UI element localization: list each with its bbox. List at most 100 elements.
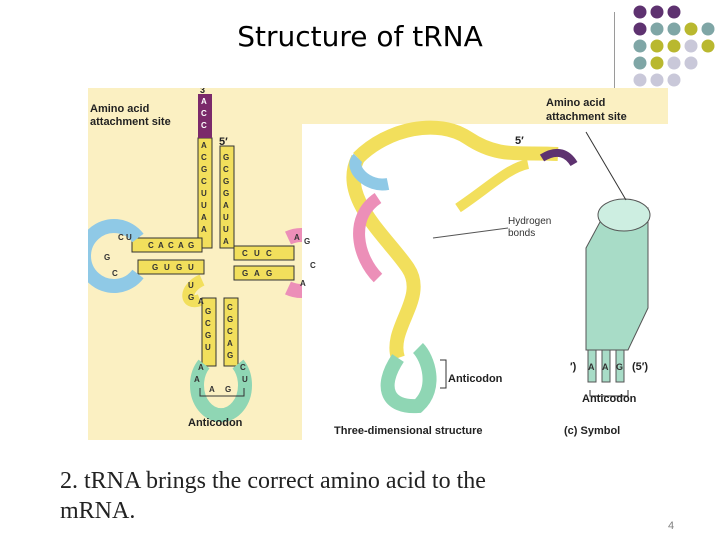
decor-dot: [667, 39, 681, 53]
amino-acceptor-end: [198, 94, 212, 138]
anticodon-loop-base: A: [198, 363, 204, 372]
anticodon-loop: [190, 359, 252, 423]
anticodon-stem-left-base: U: [205, 343, 211, 352]
acceptor-right-base: U: [223, 213, 229, 222]
anticodon-loop-base: A: [194, 375, 200, 384]
acceptor-left-base: A: [201, 213, 207, 222]
symbol-cylinder-top: [597, 198, 651, 232]
trna-symbol: Amino acid attachment site ′) A A G (5′)…: [546, 97, 651, 437]
symbol-base-tab: [615, 349, 625, 383]
decor-dot: [650, 56, 664, 70]
decor-dot: [701, 39, 715, 53]
acceptor-right-base: C: [223, 165, 229, 174]
acceptor-left-base: C: [201, 153, 207, 162]
acceptor-right-base: G: [223, 153, 229, 162]
anticodon-stem-right-base: A: [227, 339, 233, 348]
acceptor-right-base: U: [223, 225, 229, 234]
right-amino-label-2: attachment site: [546, 111, 627, 123]
decor-dot: [701, 22, 715, 36]
decor-dot: [684, 39, 698, 53]
decor-dot: [633, 56, 647, 70]
t-loop-base: A: [300, 279, 306, 288]
decor-dot: [667, 56, 681, 70]
d-arm-lower-base: G: [152, 263, 158, 272]
strand-blue-segment: [349, 153, 390, 191]
decor-dot: [667, 5, 681, 19]
anticodon-stem-left-strand: [201, 297, 217, 367]
symbol-base-tab: [587, 349, 597, 383]
anticodon-loop-base: C: [240, 363, 246, 372]
hydrogen-bond-pointer: [432, 227, 509, 239]
anticodon-loop-base: U: [242, 375, 248, 384]
d-loop-base: C: [118, 233, 124, 242]
t-arm-lower-base: G: [242, 269, 248, 278]
d-loop-base: U: [126, 233, 132, 242]
d-arm-lower-base: U: [188, 263, 194, 272]
decor-dot: [684, 56, 698, 70]
anticodon-stem-right-base: G: [227, 351, 233, 360]
anticodon-stem-right-base: G: [227, 315, 233, 324]
right-anticodon-label: Anticodon: [582, 393, 637, 405]
left-anticodon-label: Anticodon: [188, 417, 243, 429]
strand-acceptor: [455, 159, 530, 213]
decor-dot: [667, 73, 681, 87]
right-amino-label-1: Amino acid: [546, 97, 605, 109]
d-arm-lower-base: G: [176, 263, 182, 272]
cloverleaf-base-letters: A C C A C G C U U A A G C G G A U U A C …: [104, 97, 316, 394]
decorative-dot-grid: [633, 5, 715, 104]
acceptor-left-base: A: [201, 225, 207, 234]
decor-dot: [650, 22, 664, 36]
anticodon-stem-right-strand: [223, 297, 239, 367]
hydrogen-label-2: bonds: [508, 228, 535, 239]
anticodon-stem-left-base: C: [205, 319, 211, 328]
symbol-base-2: A: [602, 362, 609, 372]
anticodon-stem-left-base: G: [205, 307, 211, 316]
trna-figure-panel: Amino acid attachment site 5′ 3 Anticodo…: [77, 85, 670, 440]
acceptor-right-base: A: [223, 201, 229, 210]
center-five-prime-label: 5′: [515, 135, 524, 147]
symbol-base-tab: [601, 349, 611, 383]
anticodon-stem-right-base: C: [227, 327, 233, 336]
d-arm-base: A: [178, 241, 184, 250]
d-arm-upper-strand: [131, 237, 203, 253]
d-arm-lower-strand: [137, 259, 205, 275]
left-amino-label-2: attachment site: [90, 116, 171, 128]
acceptor-top-base: C: [201, 109, 207, 118]
t-arm-upper-strand: [233, 245, 295, 261]
left-three-prime-label: 3: [200, 88, 205, 95]
decor-dot: [667, 22, 681, 36]
d-arm-lower-base: U: [164, 263, 170, 272]
acceptor-right-base: G: [223, 189, 229, 198]
acceptor-left-base: G: [201, 165, 207, 174]
t-loop-base: C: [310, 261, 316, 270]
acceptor-left-base: A: [201, 141, 207, 150]
t-arm-lower-base: A: [254, 269, 260, 278]
anticodon-bracket: [199, 388, 245, 397]
slide-caption: 2. tRNA brings the correct amino acid to…: [60, 466, 620, 526]
t-loop-base: A: [294, 233, 300, 242]
acceptor-top-base: C: [201, 121, 207, 130]
symbol-pointer-line: [585, 131, 627, 201]
t-arm-upper-base: C: [266, 249, 272, 258]
t-loop-base: G: [304, 237, 310, 246]
acceptor-left-base: U: [201, 189, 207, 198]
d-arm-base: G: [188, 241, 194, 250]
left-amino-label-1: Amino acid: [90, 103, 149, 115]
d-arm-base: C: [148, 241, 154, 250]
acceptor-left-base: U: [201, 201, 207, 210]
right-five-prime-label: (5′): [632, 361, 648, 373]
caption-line-1: 2. tRNA brings the correct amino acid to…: [60, 468, 486, 494]
center-caption: Three-dimensional structure: [334, 425, 483, 437]
acceptor-stem-right-strand: [219, 145, 235, 249]
strand-pink-segment: [353, 193, 383, 283]
d-loop-base: G: [104, 253, 110, 262]
symbol-base-3: G: [616, 362, 623, 372]
decor-dot: [633, 22, 647, 36]
acceptor-top-base: A: [201, 97, 207, 106]
center-anticodon-bracket: [440, 359, 447, 389]
accent-divider-line: [614, 12, 615, 137]
decor-dot: [684, 22, 698, 36]
strand-middle: [346, 154, 421, 361]
caption-line-2: mRNA.: [60, 498, 136, 524]
d-arm-base: A: [158, 241, 164, 250]
